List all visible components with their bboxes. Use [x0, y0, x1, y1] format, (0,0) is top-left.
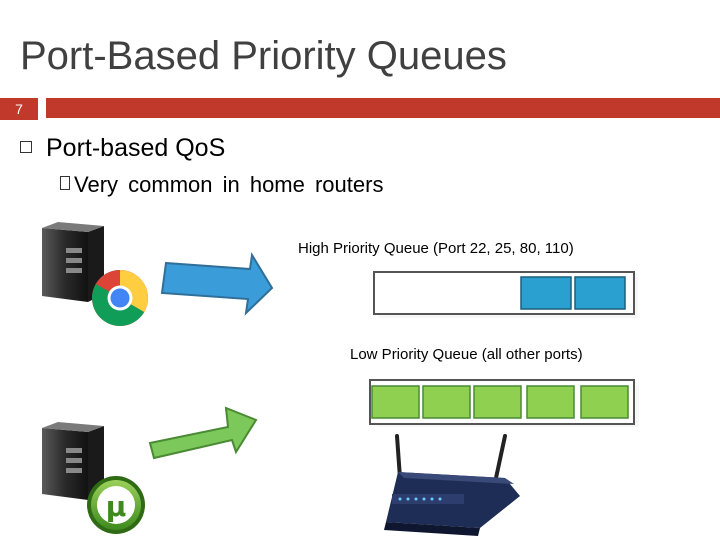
arrow-to-high-queue [162, 255, 272, 313]
high-queue-packet [521, 277, 571, 309]
chrome-icon [92, 270, 148, 326]
low-queue-packet [474, 386, 521, 418]
arrow-to-low-queue [150, 408, 256, 458]
svg-text:µ: µ [106, 490, 127, 523]
high-queue-packet [575, 277, 625, 309]
low-queue-packet [527, 386, 574, 418]
low-queue-packet [581, 386, 628, 418]
low-priority-queue [370, 380, 639, 427]
low-queue-packet [372, 386, 419, 418]
high-priority-queue [374, 272, 638, 318]
router-icon [384, 436, 520, 536]
utorrent-icon: µ [87, 476, 145, 534]
low-queue-packet [423, 386, 470, 418]
